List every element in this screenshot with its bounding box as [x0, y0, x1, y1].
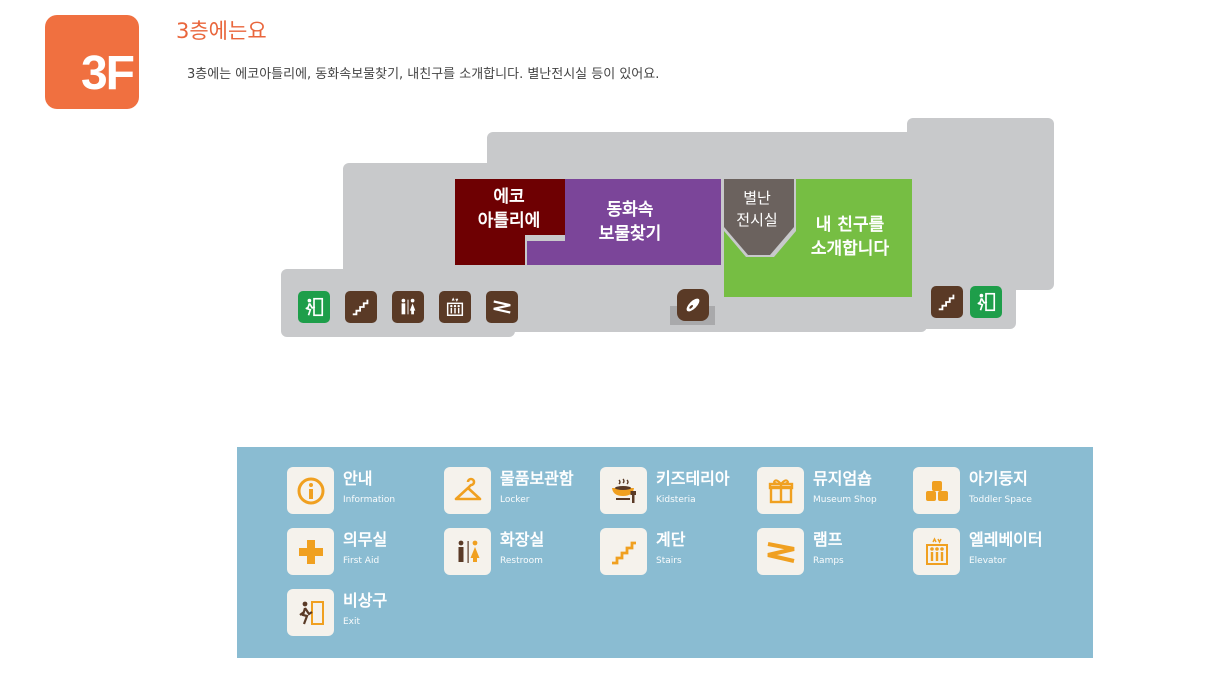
legend-item-museum-shop: 뮤지엄숍 Museum Shop [757, 467, 877, 514]
legend-item-restroom: 화장실 Restroom [444, 528, 544, 575]
map-entrance-icon [677, 289, 709, 321]
legend-label-ko: 엘레베이터 [969, 530, 1043, 549]
map-stairs-icon-left [345, 291, 377, 323]
food-icon [600, 467, 647, 514]
legend-label-en: Elevator [969, 556, 1007, 566]
legend-label-en: Ramps [813, 556, 844, 566]
legend-label-ko: 의무실 [343, 530, 388, 549]
map-ramp-icon [486, 291, 518, 323]
page-title: 3층에는요 [176, 19, 267, 43]
first-aid-icon [287, 528, 334, 575]
legend-label-ko: 뮤지엄숍 [813, 469, 872, 488]
legend-label-ko: 아기둥지 [969, 469, 1028, 488]
legend-label-en: Information [343, 495, 396, 505]
restroom-icon [444, 528, 491, 575]
map-stairs-icon-right [931, 286, 963, 318]
info-icon [287, 467, 334, 514]
legend-item-stairs: 계단 Stairs [600, 528, 685, 575]
room-fairy-treasure[interactable]: 동화속 보물찾기 [598, 200, 662, 244]
special-exhibit-shape [724, 179, 794, 255]
gift-icon [757, 467, 804, 514]
legend-item-exit: 비상구 Exit [287, 589, 387, 636]
stairs-icon [600, 528, 647, 575]
legend-label-en: Locker [500, 495, 530, 505]
room-special-exhibit[interactable]: 별난 전시실 [736, 189, 778, 229]
legend-label-en: Restroom [500, 556, 543, 566]
legend-label-ko: 안내 [343, 469, 373, 488]
map-exit-icon-left [298, 291, 330, 323]
legend-item-kidsteria: 키즈테리아 Kidsteria [600, 467, 730, 514]
legend-label-ko: 램프 [813, 530, 843, 549]
map-restroom-icon [392, 291, 424, 323]
elevator-icon [913, 528, 960, 575]
legend-label-en: First Aid [343, 556, 380, 566]
blocks-icon [913, 467, 960, 514]
room-my-friend[interactable]: 내 친구를 소개합니다 [810, 215, 890, 259]
legend-label-ko: 키즈테리아 [656, 469, 730, 488]
exit-icon [287, 589, 334, 636]
floor-map: 에코 아틀리에 동화속 보물찾기 별난 전시실 내 친구를 소개합니다 [281, 118, 1054, 337]
legend-label-ko: 물품보관함 [500, 469, 574, 488]
map-legend: 안내 Information 물품보관함 Locker 키즈테리아 Kidsteria… [237, 447, 1093, 658]
floor-area-right-lower [900, 180, 1054, 290]
floor-description: 3층에는 에코아틀리에, 동화속보물찾기, 내친구를 소개합니다. 별난전시실 … [187, 67, 660, 82]
legend-item-first-aid: 의무실 First Aid [287, 528, 387, 575]
legend-item-locker: 물품보관함 Locker [444, 467, 574, 514]
legend-label-ko: 비상구 [343, 591, 388, 610]
legend-item-toddler-space: 아기둥지 Toddler Space [913, 467, 1032, 514]
legend-item-information: 안내 Information [287, 467, 395, 514]
ramp-icon [757, 528, 804, 575]
fairy-treasure-shape [527, 179, 721, 265]
eco-atelier-shape [455, 179, 565, 265]
legend-label-ko: 계단 [656, 530, 686, 549]
legend-item-ramps: 램프 Ramps [757, 528, 844, 575]
hanger-icon [444, 467, 491, 514]
floor-badge: 3F [45, 15, 139, 109]
legend-label-ko: 화장실 [500, 530, 545, 549]
legend-label-en: Toddler Space [969, 495, 1032, 505]
room-eco-atelier[interactable]: 에코 아틀리에 [477, 187, 541, 231]
legend-label-en: Museum Shop [813, 495, 877, 505]
map-exit-icon-right [970, 286, 1002, 318]
legend-label-en: Exit [343, 617, 361, 627]
legend-item-elevator: 엘레베이터 Elevator [913, 528, 1043, 575]
map-elevator-icon [439, 291, 471, 323]
legend-label-en: Stairs [656, 556, 682, 566]
legend-label-en: Kidsteria [656, 495, 696, 505]
my-friend-shape [724, 179, 912, 297]
